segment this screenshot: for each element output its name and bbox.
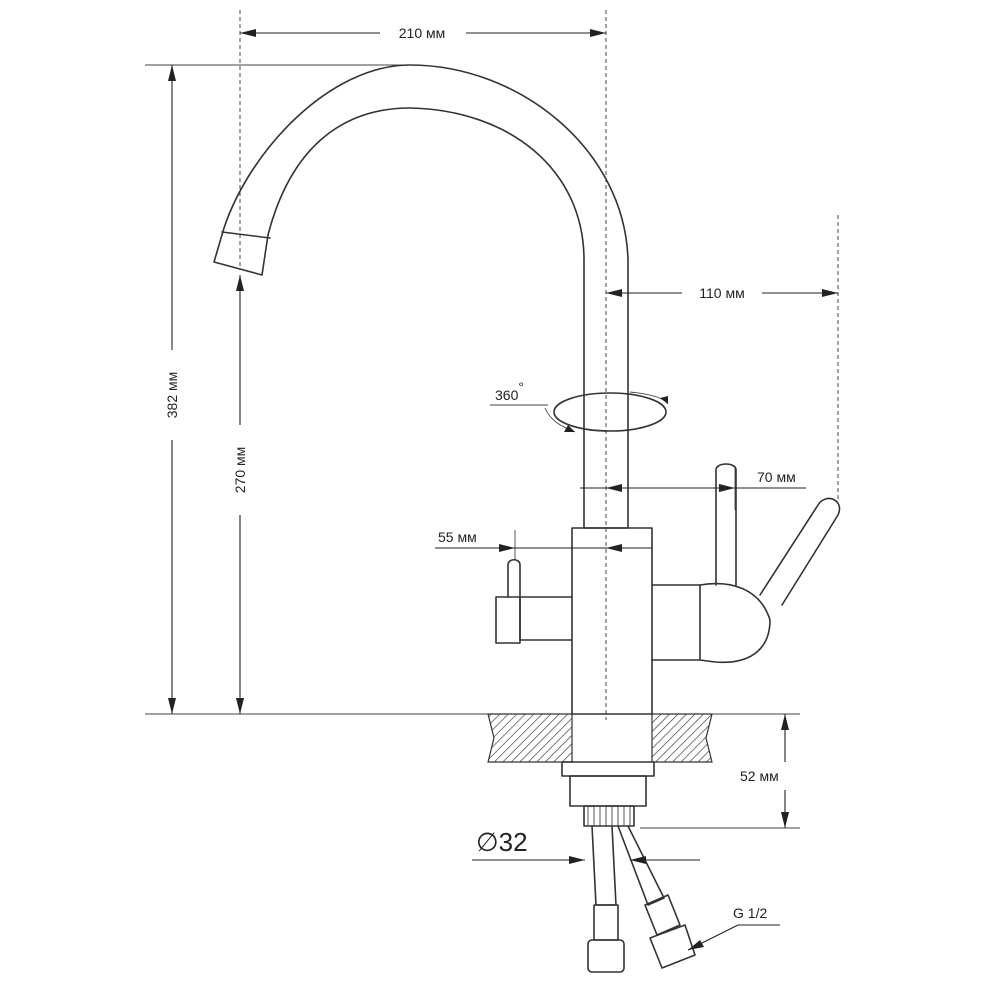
spout (213, 64, 629, 529)
dimension-110-label: 110 мм (699, 285, 744, 301)
countertop-section (487, 713, 713, 763)
thread-label: G 1/2 (733, 905, 767, 921)
left-lever (507, 558, 521, 598)
dimension-210: 210 мм (240, 25, 606, 41)
dimension-270: 270 мм (232, 275, 248, 714)
threaded-stud (583, 805, 635, 827)
faucet-outline (213, 64, 841, 973)
dimension-52: 52 мм (740, 714, 789, 828)
dimension-55-label: 55 мм (438, 529, 477, 545)
dimension-382: 382 мм (164, 65, 180, 714)
dimension-70: 70 мм (580, 469, 806, 492)
dimension-thread: G 1/2 (687, 905, 780, 951)
right-lever-vertical (715, 463, 737, 586)
swivel-collar (571, 527, 653, 715)
diameter-label: ∅32 (476, 827, 528, 857)
dimension-diameter-32: ∅32 (472, 827, 700, 864)
dimension-70-label: 70 мм (757, 469, 796, 485)
dimension-210-label: 210 мм (399, 25, 446, 41)
rotation-indicator: 360° (490, 379, 669, 433)
dimension-55: 55 мм (435, 529, 652, 552)
dimension-52-label: 52 мм (740, 768, 779, 784)
supply-hose-right (617, 825, 665, 906)
dimension-270-label: 270 мм (232, 447, 248, 494)
supply-hose-left (591, 825, 617, 906)
rotation-label: 360° (495, 379, 524, 403)
left-handle-stub (519, 596, 573, 641)
dimension-382-label: 382 мм (164, 372, 180, 419)
mount-nut (561, 761, 655, 777)
extension-lines (145, 10, 839, 829)
right-handle-body (651, 584, 701, 661)
dimension-110: 110 мм (606, 285, 838, 301)
right-lever-diagonal (759, 497, 841, 606)
